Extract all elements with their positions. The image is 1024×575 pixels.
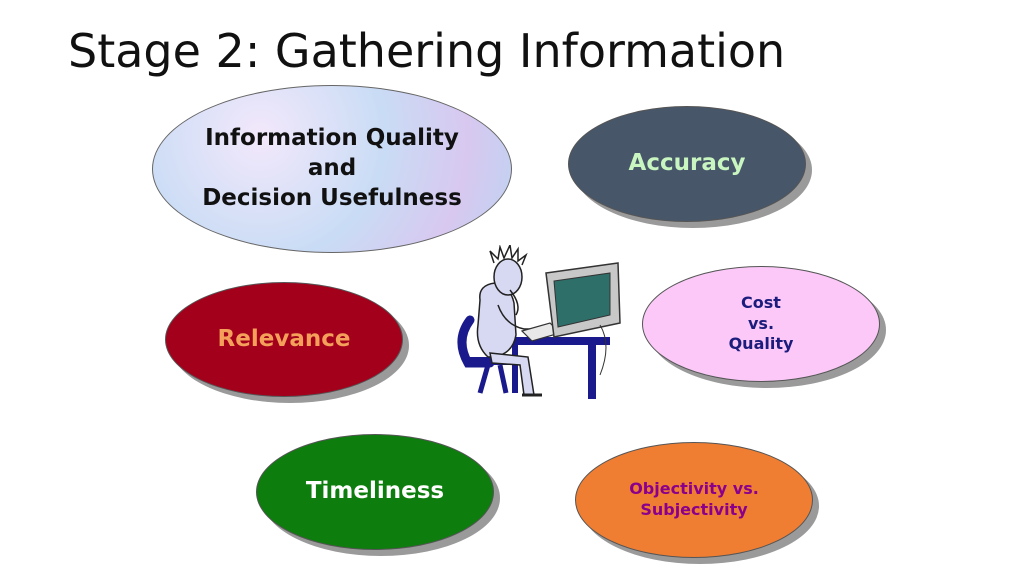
cost-line-3: Quality: [728, 334, 794, 354]
accuracy-oval: Accuracy: [568, 106, 806, 222]
quality-line-3: Decision Usefulness: [202, 184, 462, 211]
person-at-computer-icon: [457, 245, 621, 399]
slide-title: Stage 2: Gathering Information: [68, 24, 786, 78]
objectivity-oval: Objectivity vs. Subjectivity: [575, 442, 813, 558]
timeliness-label: Timeliness: [305, 478, 445, 505]
cost-line-1: Cost: [741, 292, 781, 312]
quality-line-2: and: [307, 155, 357, 182]
timeliness-oval: Timeliness: [256, 434, 494, 550]
cost-vs-quality-oval: Cost vs. Quality: [642, 266, 880, 382]
relevance-oval: Relevance: [165, 282, 403, 397]
objectivity-line-2: Subjectivity: [640, 500, 748, 519]
relevance-label: Relevance: [217, 325, 351, 352]
objectivity-line-1: Objectivity vs.: [629, 479, 759, 499]
quality-line-1: Information Quality: [205, 125, 459, 152]
accuracy-label: Accuracy: [628, 150, 746, 177]
information-quality-oval: Information Quality and Decision Usefuln…: [152, 85, 512, 253]
cost-line-2: vs.: [747, 313, 775, 333]
